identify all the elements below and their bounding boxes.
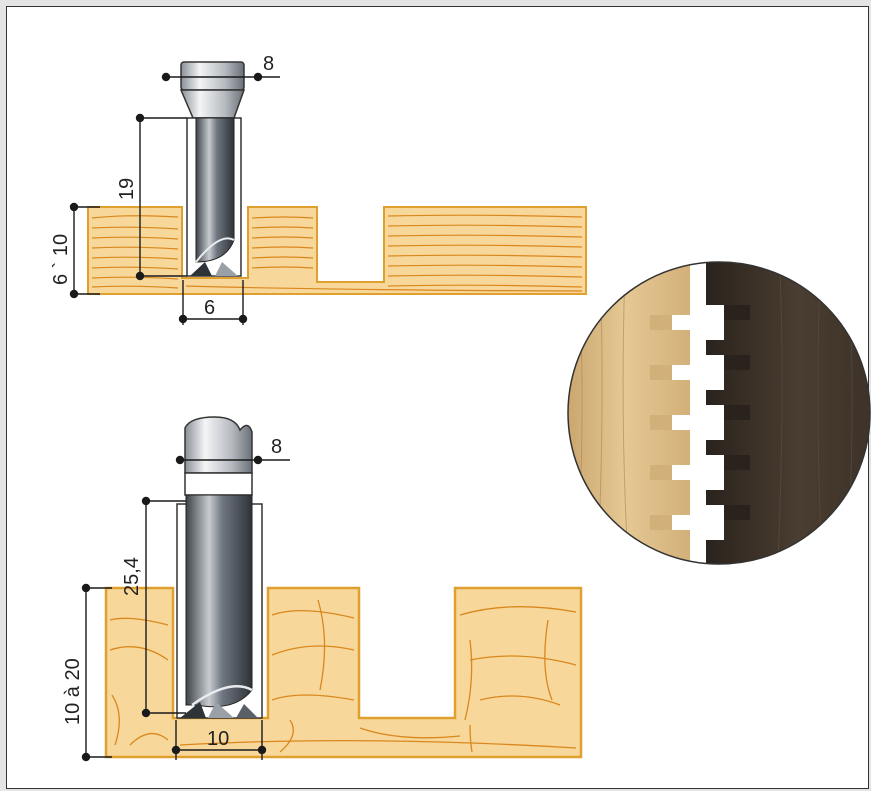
top-wood-board	[87, 206, 587, 295]
top-cut-length-dimension: 19	[116, 178, 138, 200]
bottom-wood-board	[104, 586, 583, 759]
bottom-width-dimension: 10	[207, 728, 229, 750]
bottom-dimension-lines	[81, 455, 290, 762]
top-dimension-lines	[69, 72, 280, 325]
top-router-bit	[179, 61, 246, 277]
box-joint-photo-icon	[567, 261, 871, 565]
top-width-dimension: 6	[204, 297, 215, 319]
bottom-shank-dimension: 8	[271, 436, 282, 458]
bottom-cut-length-dimension: 25,4	[121, 557, 143, 596]
top-shank-dimension: 8	[263, 53, 274, 75]
top-depth-dimension: 6 ` 10	[50, 234, 72, 285]
bottom-depth-dimension: 10 à 20	[62, 658, 84, 725]
bottom-router-bit	[176, 416, 263, 719]
